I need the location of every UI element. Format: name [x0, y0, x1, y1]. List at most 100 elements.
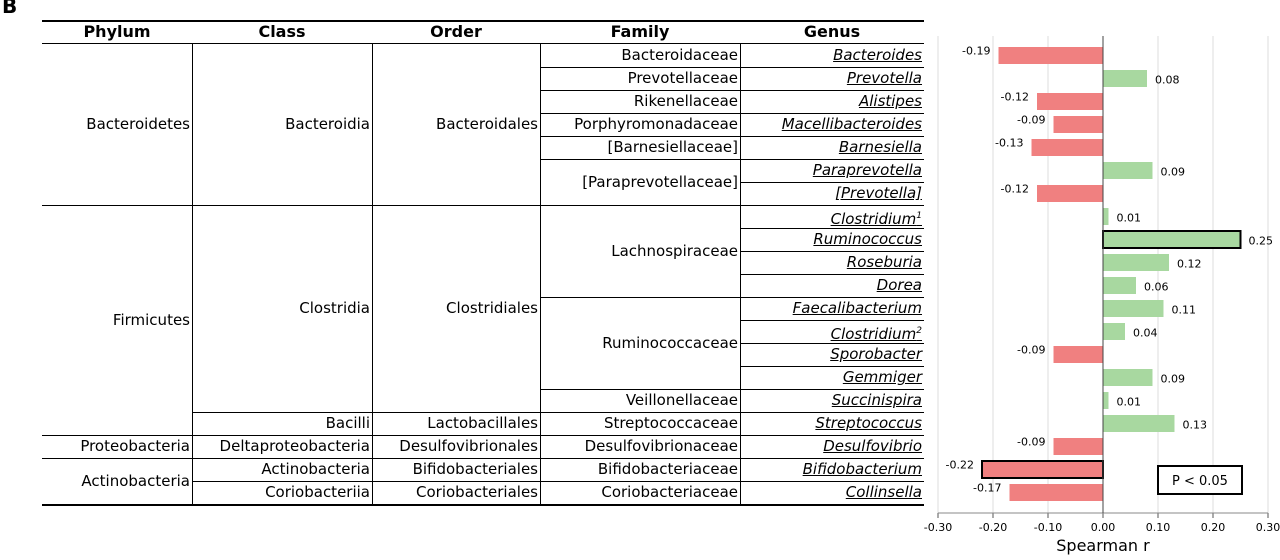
genus-cell: Roseburia [846, 253, 922, 271]
value-label: 0.01 [1117, 396, 1142, 409]
genus-cell: Alistipes [858, 92, 922, 110]
genus-cell: Barnesiella [838, 138, 922, 156]
table-rule [540, 67, 924, 68]
bar [981, 460, 1104, 479]
table-rule [42, 20, 924, 22]
class-cell: Actinobacteria [261, 460, 370, 478]
value-label: -0.17 [973, 482, 1001, 495]
order-cell: Desulfovibrionales [399, 437, 538, 455]
bar [1103, 162, 1153, 179]
genus-cell: Clostridium1 [830, 210, 922, 228]
order-cell: Bacteroidales [436, 115, 538, 133]
genus-cell: Bifidobacterium [802, 460, 922, 478]
genus-cell: Collinsella [845, 483, 922, 501]
legend-text: P < 0.05 [1172, 474, 1228, 489]
class-cell: Bacteroidia [285, 115, 370, 133]
table-rule [740, 320, 924, 321]
value-label: 0.01 [1117, 212, 1142, 225]
table-rule [740, 366, 924, 367]
bar [1103, 392, 1109, 409]
bar [1103, 323, 1125, 340]
family-cell: [Barnesiellaceae] [607, 138, 738, 156]
bar [1102, 230, 1242, 249]
value-label: 0.04 [1133, 327, 1158, 340]
legend-box [1157, 465, 1243, 495]
table-rule [42, 43, 924, 44]
table-divider [740, 44, 741, 504]
header-genus: Genus [803, 22, 861, 41]
bar [1103, 277, 1136, 294]
genus-cell: Bacteroides [833, 46, 922, 64]
genus-cell: Macellibacteroides [781, 115, 922, 133]
panel-label: B [2, 0, 18, 18]
family-cell: Ruminococcaceae [602, 333, 738, 352]
table-rule [540, 297, 924, 298]
genus-cell: Sporobacter [830, 345, 922, 363]
table-rule [740, 343, 924, 344]
value-labels: -0.190.08-0.12-0.09-0.130.09-0.120.010.2… [946, 45, 1273, 495]
family-cell: Streptococcaceae [603, 414, 738, 432]
bar [1053, 116, 1103, 133]
genus-cell: Dorea [876, 276, 922, 294]
value-label: 0.13 [1183, 419, 1208, 432]
x-tick-label: -0.20 [979, 521, 1007, 534]
table-rule [740, 251, 924, 252]
bar [1103, 300, 1164, 317]
table-rule [42, 435, 924, 436]
bar [1103, 208, 1109, 225]
genus-cell: Prevotella [846, 69, 922, 87]
value-label: 0.25 [1249, 235, 1274, 248]
family-cell: Coriobacteriaceae [601, 483, 738, 501]
value-label: 0.09 [1161, 166, 1186, 179]
value-label: -0.12 [1001, 183, 1029, 196]
value-label: -0.19 [962, 45, 990, 58]
class-cell: Coriobacteriia [265, 483, 370, 501]
family-cell: Veillonellaceae [625, 391, 738, 409]
x-axis-title: Spearman r [1056, 536, 1150, 555]
family-cell: Porphyromonadaceae [574, 115, 738, 133]
bar [1053, 438, 1103, 455]
table-divider [372, 44, 373, 504]
legend: P < 0.05 [1157, 465, 1243, 495]
x-tick-label: 0.10 [1146, 521, 1171, 534]
genus-superscript: 2 [916, 326, 922, 336]
bar [1103, 254, 1169, 271]
bar [1103, 415, 1175, 432]
bar [1037, 93, 1103, 110]
table-rule [192, 481, 924, 482]
table-rule [42, 504, 924, 506]
table-rule [540, 136, 924, 137]
x-tick-label: -0.30 [924, 521, 952, 534]
table-rule [192, 412, 924, 413]
x-tick-label: 0.20 [1201, 521, 1226, 534]
genus-cell: Clostridium2 [830, 325, 922, 343]
genus-superscript: 1 [916, 211, 922, 221]
class-cell: Bacilli [325, 414, 370, 432]
bar [1103, 369, 1153, 386]
order-cell: Bifidobacteriales [412, 460, 538, 478]
table-divider [540, 44, 541, 504]
genus-cell: Streptococcus [815, 414, 922, 432]
value-label: 0.06 [1144, 281, 1169, 294]
x-tick-label: -0.10 [1034, 521, 1062, 534]
genus-cell: Gemmiger [842, 368, 922, 386]
header-class: Class [258, 22, 306, 41]
phylum-cell: Bacteroidetes [86, 115, 190, 133]
table-rule [540, 389, 924, 390]
table-rule [540, 113, 924, 114]
table-rule [42, 205, 924, 206]
genus-cell: Faecalibacterium [792, 299, 922, 317]
value-label: -0.09 [1017, 344, 1045, 357]
value-label: 0.09 [1161, 373, 1186, 386]
bar [998, 47, 1103, 64]
value-label: -0.09 [1017, 436, 1045, 449]
bar [1009, 484, 1103, 501]
x-tick-label: 0.00 [1091, 521, 1116, 534]
value-label: 0.08 [1155, 74, 1180, 87]
bar [1037, 185, 1103, 202]
family-cell: Prevotellaceae [627, 69, 738, 87]
family-cell: Lachnospiraceae [611, 241, 738, 260]
family-cell: Bacteroidaceae [621, 46, 738, 64]
